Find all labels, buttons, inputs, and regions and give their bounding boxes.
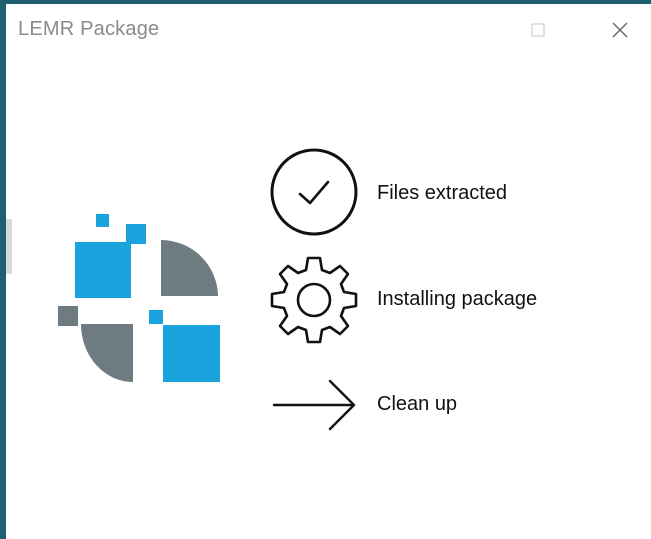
close-icon xyxy=(612,22,628,38)
gear-icon xyxy=(270,256,358,344)
window-edge-notch xyxy=(6,219,12,274)
minimize-button[interactable] xyxy=(427,8,477,52)
title-bar[interactable]: LEMR Package xyxy=(12,8,651,52)
step-installing-package: Installing package xyxy=(268,252,648,344)
lemr-logo-icon xyxy=(58,214,220,382)
maximize-button[interactable] xyxy=(513,8,563,52)
step-label: Files extracted xyxy=(377,182,508,204)
maximize-icon xyxy=(531,23,545,37)
step-label: Installing package xyxy=(377,288,538,310)
check-circle-icon xyxy=(270,148,358,236)
window-title: LEMR Package xyxy=(18,18,160,40)
step-label: Clean up xyxy=(377,393,458,415)
arrow-right-icon xyxy=(272,379,356,431)
step-files-extracted: Files extracted xyxy=(268,146,648,236)
step-clean-up: Clean up xyxy=(268,359,648,449)
close-button[interactable] xyxy=(595,8,645,52)
